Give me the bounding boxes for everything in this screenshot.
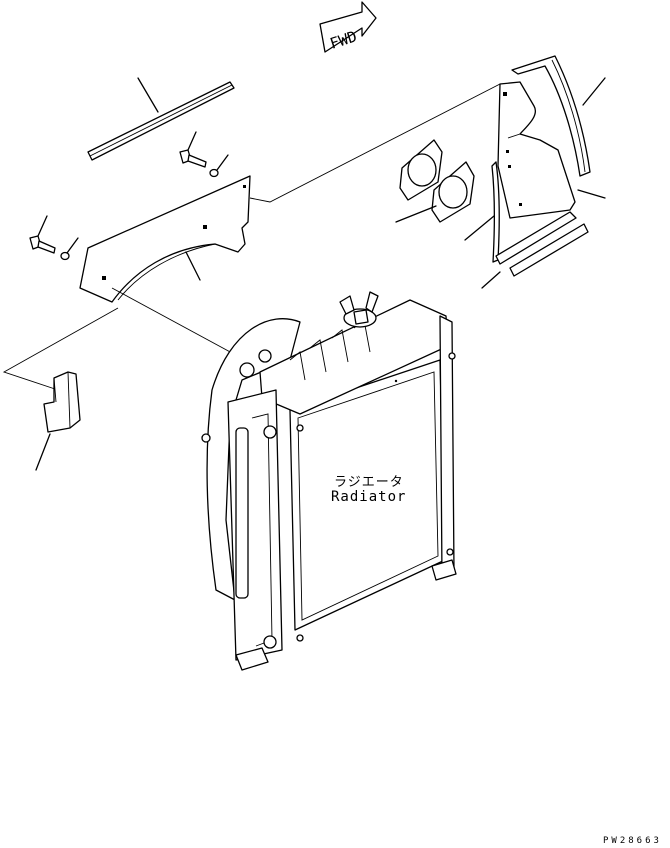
fwd-arrow: FWD	[319, 1, 377, 53]
shroud-cover-right	[497, 81, 576, 219]
seal-strip-top	[87, 77, 235, 161]
radiator-assembly	[201, 291, 457, 671]
bolt-lower	[29, 215, 56, 254]
washer-upper	[209, 154, 229, 178]
rubber-mount-block	[35, 371, 81, 471]
seal-curved-right	[511, 55, 606, 177]
drawing-code: PW28663	[603, 836, 662, 846]
radiator-label-jp: ラジエータ	[334, 475, 404, 490]
leader-lines	[2, 83, 501, 391]
washer-lower	[60, 237, 79, 261]
grommet-2	[395, 161, 475, 223]
bolt-upper	[179, 131, 207, 168]
grommet-1	[399, 139, 443, 201]
seal-strip-right	[481, 189, 606, 289]
shroud-cover-left	[79, 175, 251, 303]
radiator-label-en: Radiator	[331, 489, 407, 505]
core-marker-dot	[394, 379, 398, 383]
